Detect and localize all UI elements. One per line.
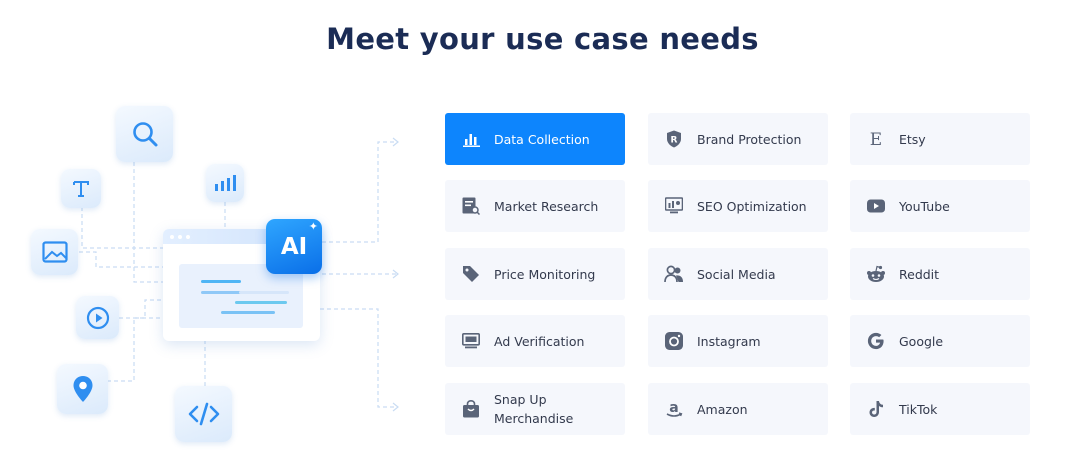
etsy-icon: E <box>866 129 886 149</box>
use-case-label: Etsy <box>899 131 926 147</box>
use-case-label: Market Research <box>494 198 599 214</box>
use-case-brand-protection[interactable]: R Brand Protection <box>648 113 828 165</box>
browser-window-graphic <box>163 229 320 341</box>
use-case-reddit[interactable]: Reddit <box>850 248 1030 300</box>
code-icon <box>188 402 219 426</box>
use-case-price-monitoring[interactable]: Price Monitoring <box>445 248 625 300</box>
bar-chart-icon <box>461 129 481 149</box>
use-case-amazon[interactable]: a Amazon <box>648 383 828 435</box>
use-case-instagram[interactable]: Instagram <box>648 315 828 367</box>
text-icon <box>73 180 89 197</box>
youtube-icon <box>866 196 886 216</box>
shield-r-icon: R <box>664 129 684 149</box>
price-tag-icon <box>461 264 481 284</box>
svg-text:E: E <box>870 130 882 148</box>
report-search-icon <box>461 196 481 216</box>
section-heading: Meet your use case needs <box>326 22 759 56</box>
use-case-label: Brand Protection <box>697 131 802 147</box>
sparkle-icon: ✦ <box>308 220 318 233</box>
use-case-social-media[interactable]: Social Media <box>648 248 828 300</box>
monitor-icon <box>461 331 481 351</box>
seo-monitor-icon <box>664 196 684 216</box>
svg-text:R: R <box>671 136 678 146</box>
text-tile <box>61 169 101 208</box>
use-case-grid: Data Collection R Brand Protection E Ets… <box>445 113 1030 435</box>
ai-badge: AI ✦ <box>266 219 322 274</box>
use-case-label: Price Monitoring <box>494 266 596 282</box>
use-case-label: Snap Up Merchandise <box>494 392 574 426</box>
use-case-youtube[interactable]: YouTube <box>850 180 1030 232</box>
use-case-snap-up-merchandise[interactable]: Snap Up Merchandise <box>445 383 625 435</box>
use-case-etsy[interactable]: E Etsy <box>850 113 1030 165</box>
tiktok-icon <box>866 399 886 419</box>
search-icon <box>132 122 157 147</box>
instagram-icon <box>664 331 684 351</box>
bar-chart-tile <box>206 164 244 202</box>
browser-content-panel <box>179 264 303 328</box>
use-case-label: SEO Optimization <box>697 198 807 214</box>
use-case-label: YouTube <box>899 198 950 214</box>
use-case-label: TikTok <box>899 401 938 417</box>
use-case-label: Reddit <box>899 266 940 282</box>
use-case-illustration: AI ✦ <box>0 0 420 464</box>
image-icon <box>41 241 68 263</box>
use-case-data-collection[interactable]: Data Collection <box>445 113 625 165</box>
use-case-google[interactable]: Google <box>850 315 1030 367</box>
people-icon <box>664 264 684 284</box>
use-case-label: Amazon <box>697 401 748 417</box>
use-case-label: Social Media <box>697 266 776 282</box>
use-case-ad-verification[interactable]: Ad Verification <box>445 315 625 367</box>
search-tile <box>116 106 173 162</box>
use-case-seo-optimization[interactable]: SEO Optimization <box>648 180 828 232</box>
video-tile <box>76 296 119 339</box>
use-case-label: Ad Verification <box>494 333 585 349</box>
google-icon <box>866 331 886 351</box>
use-case-market-research[interactable]: Market Research <box>445 180 625 232</box>
image-tile <box>31 229 78 275</box>
use-case-tiktok[interactable]: TikTok <box>850 383 1030 435</box>
code-tile <box>175 386 232 442</box>
reddit-icon <box>866 264 886 284</box>
ai-badge-label: AI <box>280 233 308 260</box>
svg-text:a: a <box>669 400 678 416</box>
location-tile <box>57 364 108 414</box>
use-case-label: Data Collection <box>494 131 590 147</box>
amazon-icon: a <box>664 399 684 419</box>
location-pin-icon <box>73 376 92 402</box>
connector-lines <box>79 137 399 412</box>
shopping-bag-icon <box>461 399 481 419</box>
use-case-label: Google <box>899 333 944 349</box>
use-case-label: Instagram <box>697 333 761 349</box>
play-icon <box>86 306 109 329</box>
bar-chart-icon <box>215 175 236 191</box>
